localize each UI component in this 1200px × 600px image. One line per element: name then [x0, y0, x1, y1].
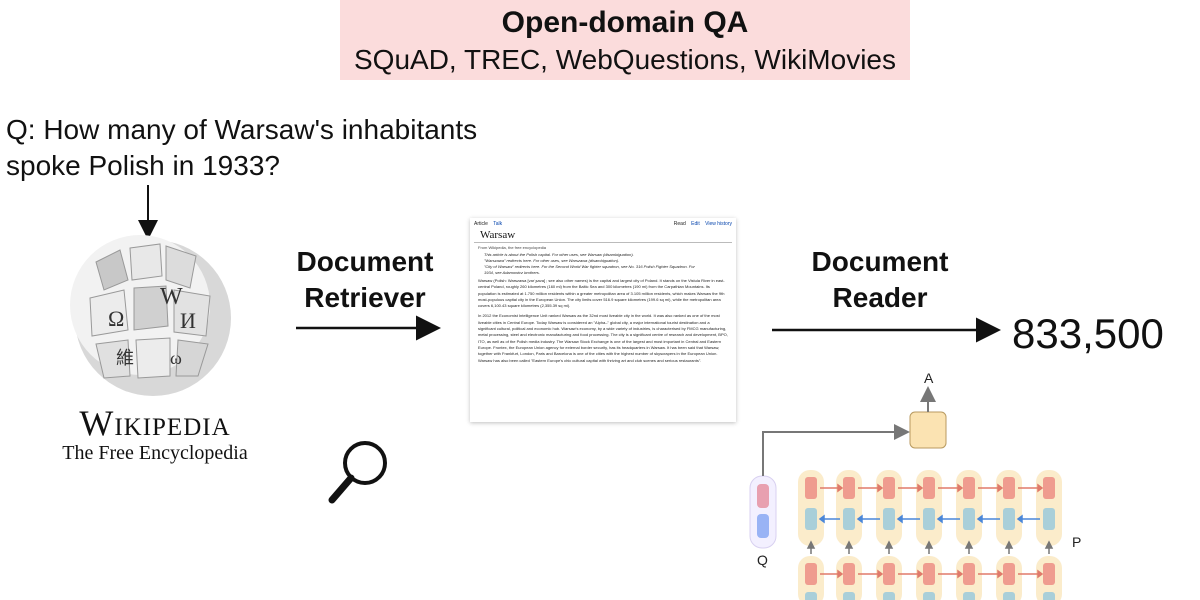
- wiki-tab-article[interactable]: Article: [474, 221, 488, 227]
- globe-glyph-small-omega: ω: [170, 348, 182, 368]
- wiki-tab-talk[interactable]: Talk: [493, 221, 503, 227]
- wikipedia-tagline: The Free Encyclopedia: [62, 442, 248, 464]
- reader-line-1: Document: [811, 246, 949, 277]
- question-line-1: Q: How many of Warsaw's inhabitants: [6, 114, 478, 145]
- globe-glyph-omega: Ω: [108, 306, 124, 331]
- wiki-tab-history[interactable]: View history: [705, 221, 732, 227]
- globe-glyph-i: И: [180, 308, 196, 333]
- wikipedia-globe-icon: W Ω И 維 ω: [70, 235, 231, 396]
- diagram-title: Open-domain QA: [501, 6, 749, 39]
- reader-question-label: Q: [757, 552, 768, 568]
- answer-box: [909, 411, 947, 449]
- globe-glyph-wei: 維: [116, 348, 134, 369]
- question-to-answer-line: [762, 424, 910, 476]
- reader-answer-label: A: [924, 370, 934, 386]
- wikipedia-name: Wikipedia: [79, 403, 231, 443]
- wiki-tabs: Article Talk Read Edit View history: [470, 218, 736, 227]
- wikipedia-wordmark: Wikipedia The Free Encyclopedia: [60, 402, 250, 465]
- question-text: Q: How many of Warsaw's inhabitants spok…: [6, 112, 477, 184]
- diagram-subtitle: SQuAD, TREC, WebQuestions, WikiMovies: [353, 44, 896, 75]
- document-reader-label: Document Reader: [790, 244, 970, 316]
- reader-line-2: Reader: [832, 282, 928, 313]
- question-line-2: spoke Polish in 1933?: [6, 150, 280, 181]
- wiki-paragraph-1: Warsaw (Polish: Warszawa [varˈʂava] ; se…: [478, 278, 725, 309]
- answer-text: 833,500: [1012, 310, 1164, 357]
- wiki-hatnote: "Warszawa" redirects here. For other use…: [484, 258, 620, 263]
- wiki-hatnote: 1934, see Adamowicz brothers.: [484, 270, 540, 275]
- wiki-article-title: Warsaw: [474, 227, 732, 243]
- reader-model-diagram: [749, 386, 1062, 600]
- wiki-tab-read[interactable]: Read: [673, 221, 686, 227]
- document-retriever-label: Document Retriever: [280, 244, 450, 316]
- retriever-line-1: Document: [296, 246, 434, 277]
- wiki-tab-edit[interactable]: Edit: [691, 221, 700, 227]
- wiki-hatnote: This article is about the Polish capital…: [484, 252, 634, 257]
- magnifier-icon: [328, 441, 387, 504]
- wiki-hatnote: "City of Warsaw" redirects here. For the…: [484, 264, 695, 269]
- wiki-from-line: From Wikipedia, the free encyclopedia: [478, 245, 547, 250]
- wikipedia-article-thumbnail: Article Talk Read Edit View history Wars…: [470, 218, 736, 422]
- passage-token-columns: [798, 470, 1062, 600]
- globe-glyph-w: W: [160, 284, 183, 310]
- wiki-paragraph-2: In 2012 the Economist Intelligence Unit …: [478, 313, 728, 363]
- title-box: Open-domain QA SQuAD, TREC, WebQuestions…: [340, 0, 910, 80]
- retriever-line-2: Retriever: [304, 282, 426, 313]
- reader-passage-label: P: [1072, 534, 1082, 550]
